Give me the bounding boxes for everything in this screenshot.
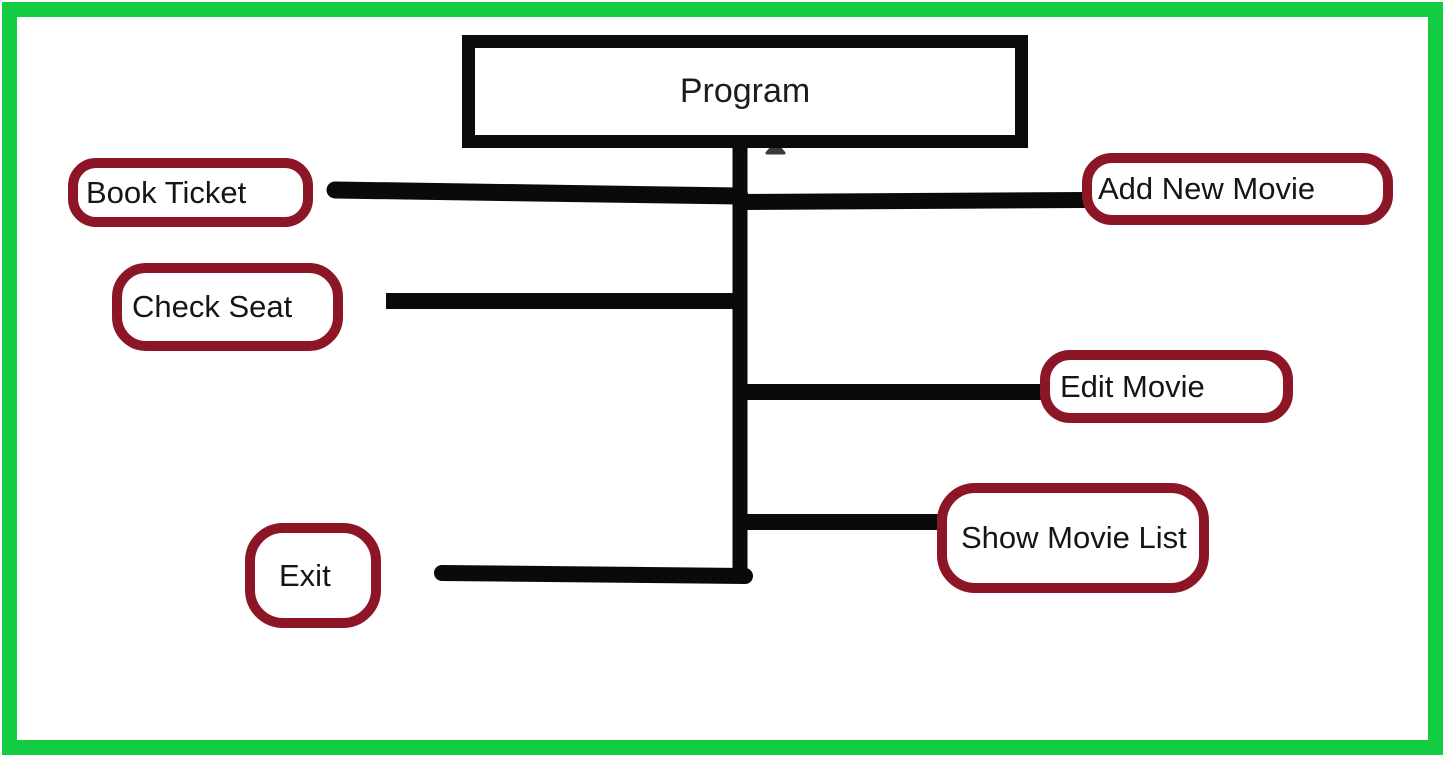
node-edit-movie: Edit Movie: [1040, 350, 1293, 423]
node-check-seat-label: Check Seat: [132, 289, 293, 325]
connector-book-ticket: [326, 181, 749, 205]
node-show-movie-list: Show Movie List: [937, 483, 1209, 593]
node-program: Program: [462, 35, 1028, 148]
arrowhead-up-icon: [765, 141, 786, 155]
node-add-new-movie-label: Add New Movie: [1098, 171, 1316, 207]
node-exit: Exit: [245, 523, 381, 628]
node-book-ticket-label: Book Ticket: [86, 174, 247, 210]
connector-exit: [434, 565, 753, 584]
node-check-seat: Check Seat: [112, 263, 343, 351]
node-edit-movie-label: Edit Movie: [1060, 368, 1205, 404]
node-show-movie-list-label: Show Movie List: [961, 520, 1187, 556]
node-add-new-movie: Add New Movie: [1082, 153, 1393, 225]
node-program-label: Program: [679, 72, 811, 110]
connector-add-new-movie: [737, 192, 1086, 210]
node-exit-label: Exit: [279, 557, 331, 593]
node-book-ticket: Book Ticket: [68, 158, 313, 227]
